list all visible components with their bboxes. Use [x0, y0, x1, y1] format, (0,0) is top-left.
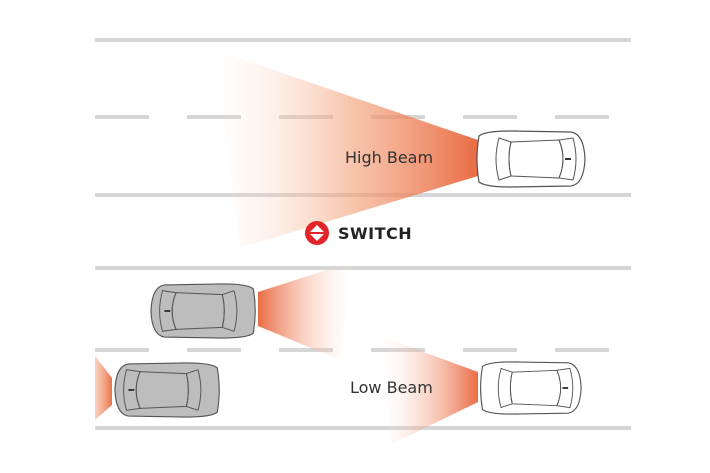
low-beam-label: Low Beam — [350, 378, 433, 397]
switch-label: SWITCH — [338, 223, 413, 243]
own-car-low-beam — [479, 361, 583, 415]
switch-arrows-icon — [305, 221, 329, 245]
high-beam-light — [215, 50, 478, 248]
oncoming-low-beam-light-2 — [95, 356, 112, 420]
high-beam-label: High Beam — [345, 148, 434, 167]
low-beam-light — [380, 336, 478, 444]
own-car-high-beam — [476, 130, 586, 188]
road-lines — [95, 38, 631, 430]
oncoming-low-beam-light — [258, 262, 352, 360]
oncoming-car-2 — [113, 362, 221, 418]
oncoming-car-1 — [149, 283, 257, 339]
switch-indicator: SWITCH — [305, 221, 412, 245]
